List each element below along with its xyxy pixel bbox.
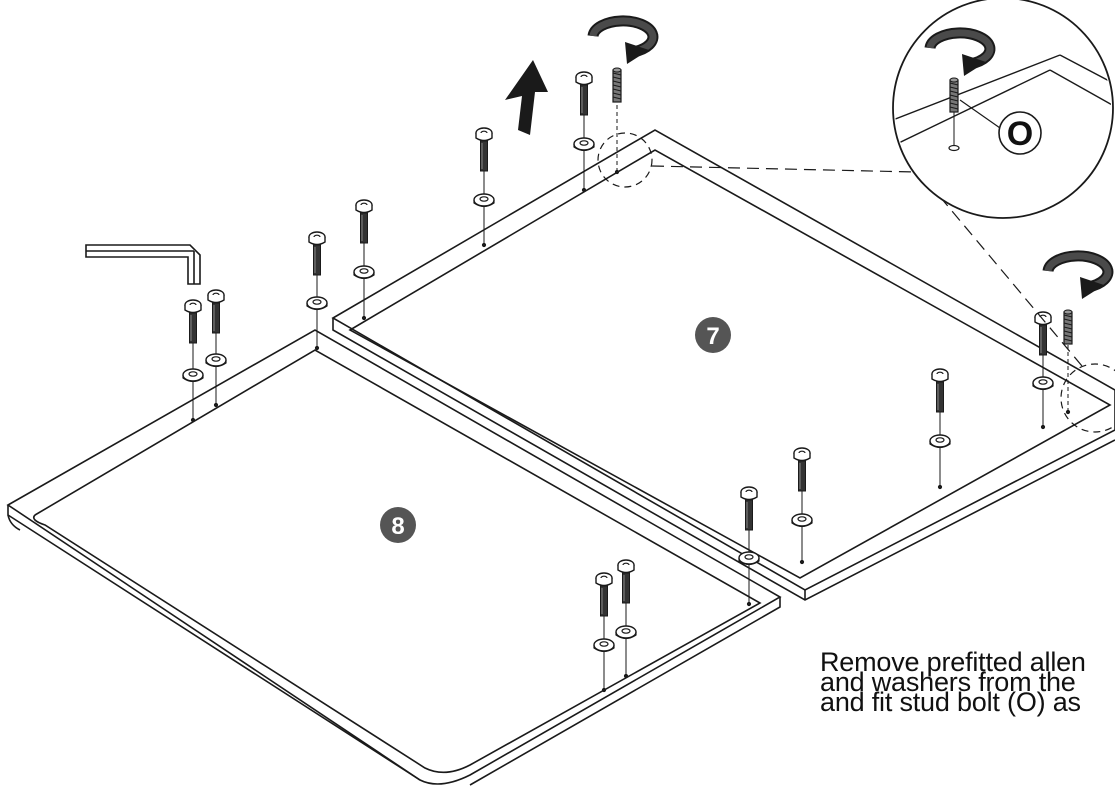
allen-bolt-icon xyxy=(575,71,593,116)
washer-icon xyxy=(1032,376,1054,391)
detail-leader-lines xyxy=(651,165,1083,367)
stud-bolt-icon xyxy=(612,67,622,103)
washer-icon xyxy=(593,638,615,653)
rotate-arrow-icon xyxy=(1048,256,1108,299)
washer-icon xyxy=(929,434,951,449)
allen-bolt-icon xyxy=(184,299,202,344)
panel-7-label: 7 xyxy=(706,323,719,350)
detail-label-o: O xyxy=(1007,115,1033,153)
instruction-line-1: Remove prefitted allen xyxy=(820,647,1086,677)
allen-bolt-icon xyxy=(207,289,225,334)
rotate-arrow-icon xyxy=(593,21,653,64)
panel-7 xyxy=(331,129,1115,601)
washer-icon xyxy=(353,265,375,280)
washer-icon xyxy=(182,368,204,383)
highlight-circle xyxy=(1060,363,1115,433)
stud-bolt-icon xyxy=(1063,309,1073,345)
washer-icon xyxy=(306,296,328,311)
highlight-circle xyxy=(597,132,653,188)
panel-7-badge: 7 xyxy=(695,317,731,353)
allen-bolt-icon xyxy=(475,127,493,172)
washer-icon xyxy=(205,353,227,368)
washer-icon xyxy=(615,625,637,640)
washer-icon xyxy=(791,513,813,528)
panel-8-badge: 8 xyxy=(380,507,416,543)
instruction-line-2: and washers from the xyxy=(820,667,1076,697)
washer-icon xyxy=(573,137,595,152)
instruction-line-3: and fit stud bolt (O) as xyxy=(820,687,1081,717)
washer-icon xyxy=(738,551,760,566)
detail-label-circle xyxy=(998,111,1042,155)
magnifier-circle: O xyxy=(892,0,1114,219)
washer-icon xyxy=(473,193,495,208)
allen-bolt-icon xyxy=(355,199,373,244)
panel-8 xyxy=(6,329,782,786)
panel-8-label: 8 xyxy=(391,513,404,540)
up-arrow-icon xyxy=(505,60,548,135)
allen-bolt-icon xyxy=(308,231,326,276)
instruction-text: Remove prefitted allen and washers from … xyxy=(820,647,1115,717)
allen-key-icon xyxy=(85,244,201,285)
stud-bolt-icon xyxy=(949,77,959,113)
